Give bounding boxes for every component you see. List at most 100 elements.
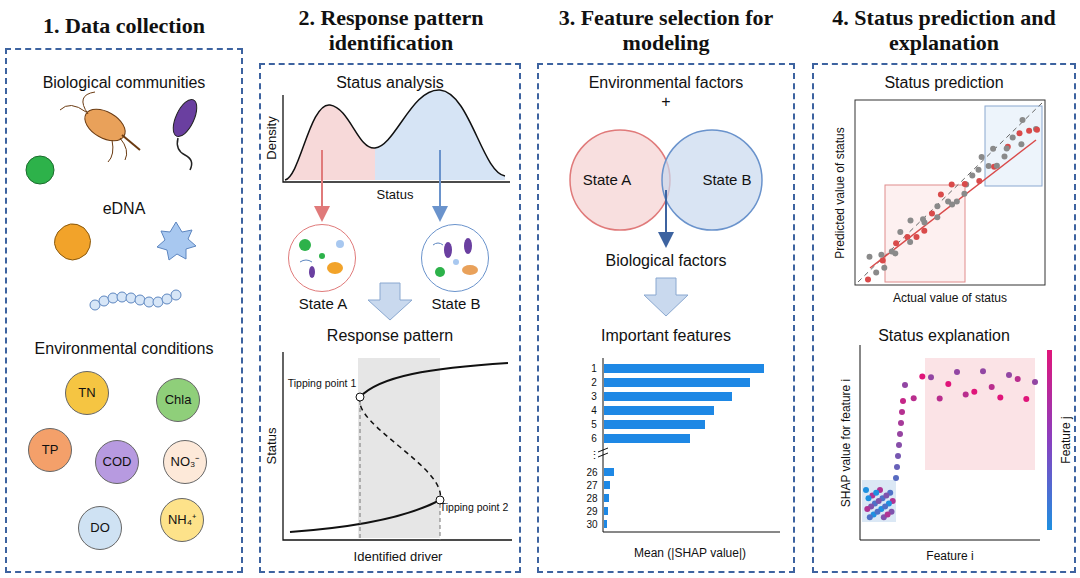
plot-mark xyxy=(881,265,887,271)
plot-mark xyxy=(598,448,608,457)
plot-mark xyxy=(1033,126,1039,132)
axis-label: 6 xyxy=(591,433,597,444)
plot-mark xyxy=(929,211,935,217)
drawing-part xyxy=(90,290,181,310)
section-heading: eDNA xyxy=(7,200,241,218)
circle-node: Chla xyxy=(156,378,200,422)
circle-node: NO₃⁻ xyxy=(163,440,207,484)
plot-mark xyxy=(921,228,927,234)
density-chart xyxy=(283,90,510,218)
plot-mark xyxy=(1010,135,1016,141)
axis-label: Predicted value of status xyxy=(833,127,847,258)
section-heading: Status prediction xyxy=(814,74,1074,92)
drawing-part xyxy=(135,295,145,305)
plot-mark xyxy=(604,507,608,515)
drawing-part xyxy=(360,363,508,397)
plot-mark xyxy=(902,382,908,388)
plot-mark xyxy=(873,490,879,496)
node-label: State A xyxy=(575,171,639,188)
plot-mark xyxy=(911,395,917,401)
plot-mark xyxy=(864,506,870,512)
drawing-part xyxy=(885,185,965,282)
plot-mark xyxy=(920,216,926,222)
drawing-part xyxy=(444,242,452,258)
drawing-part xyxy=(60,92,127,162)
drawing-part xyxy=(79,103,130,148)
section-heading: Status analysis xyxy=(261,74,519,92)
plot-mark xyxy=(1015,376,1021,382)
dashed-panel: 2. Response pattern identificationStatus… xyxy=(259,63,521,573)
circle-node: DO xyxy=(78,506,122,550)
circle-node: State B xyxy=(662,130,762,230)
node-label: TN xyxy=(78,386,95,401)
plot-mark xyxy=(1004,146,1010,152)
plot-mark xyxy=(1034,127,1040,133)
drawing-part xyxy=(162,294,172,304)
plot-mark xyxy=(954,369,960,375)
plot-mark xyxy=(954,198,960,204)
circle-node: NH₄⁺ xyxy=(160,498,204,542)
plot-mark xyxy=(934,214,940,220)
plot-mark xyxy=(604,434,690,443)
axis-label: 27 xyxy=(586,480,597,491)
drawing-part xyxy=(860,345,1040,540)
plot-mark xyxy=(604,468,614,476)
plot-mark xyxy=(893,240,899,246)
drawing-part xyxy=(570,130,670,230)
plot-mark xyxy=(962,181,968,187)
section-heading: Environmental conditions xyxy=(7,340,241,358)
plot-mark xyxy=(1032,379,1038,385)
axis-label: 1 xyxy=(591,363,597,374)
drawing-part xyxy=(327,262,343,274)
plot-mark xyxy=(1017,130,1023,136)
drawing-part xyxy=(300,260,312,262)
drawing-part xyxy=(453,259,459,265)
plot-mark xyxy=(945,381,951,387)
plot-mark xyxy=(1023,396,1029,402)
axis-label: Identified driver xyxy=(354,549,443,564)
section-heading: Response pattern xyxy=(261,327,519,345)
drawing-part xyxy=(603,358,604,532)
plot-mark xyxy=(863,487,869,493)
node-label: NH₄⁺ xyxy=(168,513,196,528)
axis-label: Status xyxy=(377,187,414,202)
venn xyxy=(570,130,762,244)
plot-mark xyxy=(876,498,882,504)
plot-mark xyxy=(604,378,750,387)
drawing-part xyxy=(360,397,441,500)
plot-mark xyxy=(1018,141,1024,147)
drawing-part xyxy=(985,106,1042,186)
plot-mark xyxy=(979,154,985,160)
dashed-panel: 1. Data collectionBiological communities… xyxy=(5,48,243,573)
dependence-plot xyxy=(860,345,1052,540)
drawing-part xyxy=(122,135,140,150)
plot-mark xyxy=(870,140,1036,268)
drawing-part xyxy=(464,238,472,254)
panel-title: 3. Feature selection for modeling xyxy=(557,6,775,55)
drawing-part xyxy=(356,393,364,401)
section-heading: Important features xyxy=(539,327,793,345)
axis-label: 26 xyxy=(586,467,597,478)
plot-mark xyxy=(908,218,914,224)
drawing-part xyxy=(435,267,445,277)
drawing-part xyxy=(171,290,181,300)
drawing-part xyxy=(925,358,1035,470)
plot-mark xyxy=(897,229,903,235)
drawing-part xyxy=(126,293,136,303)
node-label: TP xyxy=(42,443,59,458)
plot-mark xyxy=(878,252,884,258)
section-heading: + xyxy=(539,93,793,111)
bar-chart xyxy=(598,358,780,532)
plot-mark xyxy=(937,396,943,402)
axis-label: SHAP value for feature i xyxy=(839,379,853,508)
axis-label: 2 xyxy=(591,377,597,388)
plot-mark xyxy=(873,270,879,276)
axis-label: Status xyxy=(264,428,279,465)
plot-mark xyxy=(604,494,609,502)
drawing-part xyxy=(285,105,375,180)
drawing-part xyxy=(309,266,315,278)
plot-mark xyxy=(604,420,705,429)
drawing-part xyxy=(321,150,323,218)
circle-node: COD xyxy=(95,440,139,484)
axis-label: 28 xyxy=(586,493,597,504)
